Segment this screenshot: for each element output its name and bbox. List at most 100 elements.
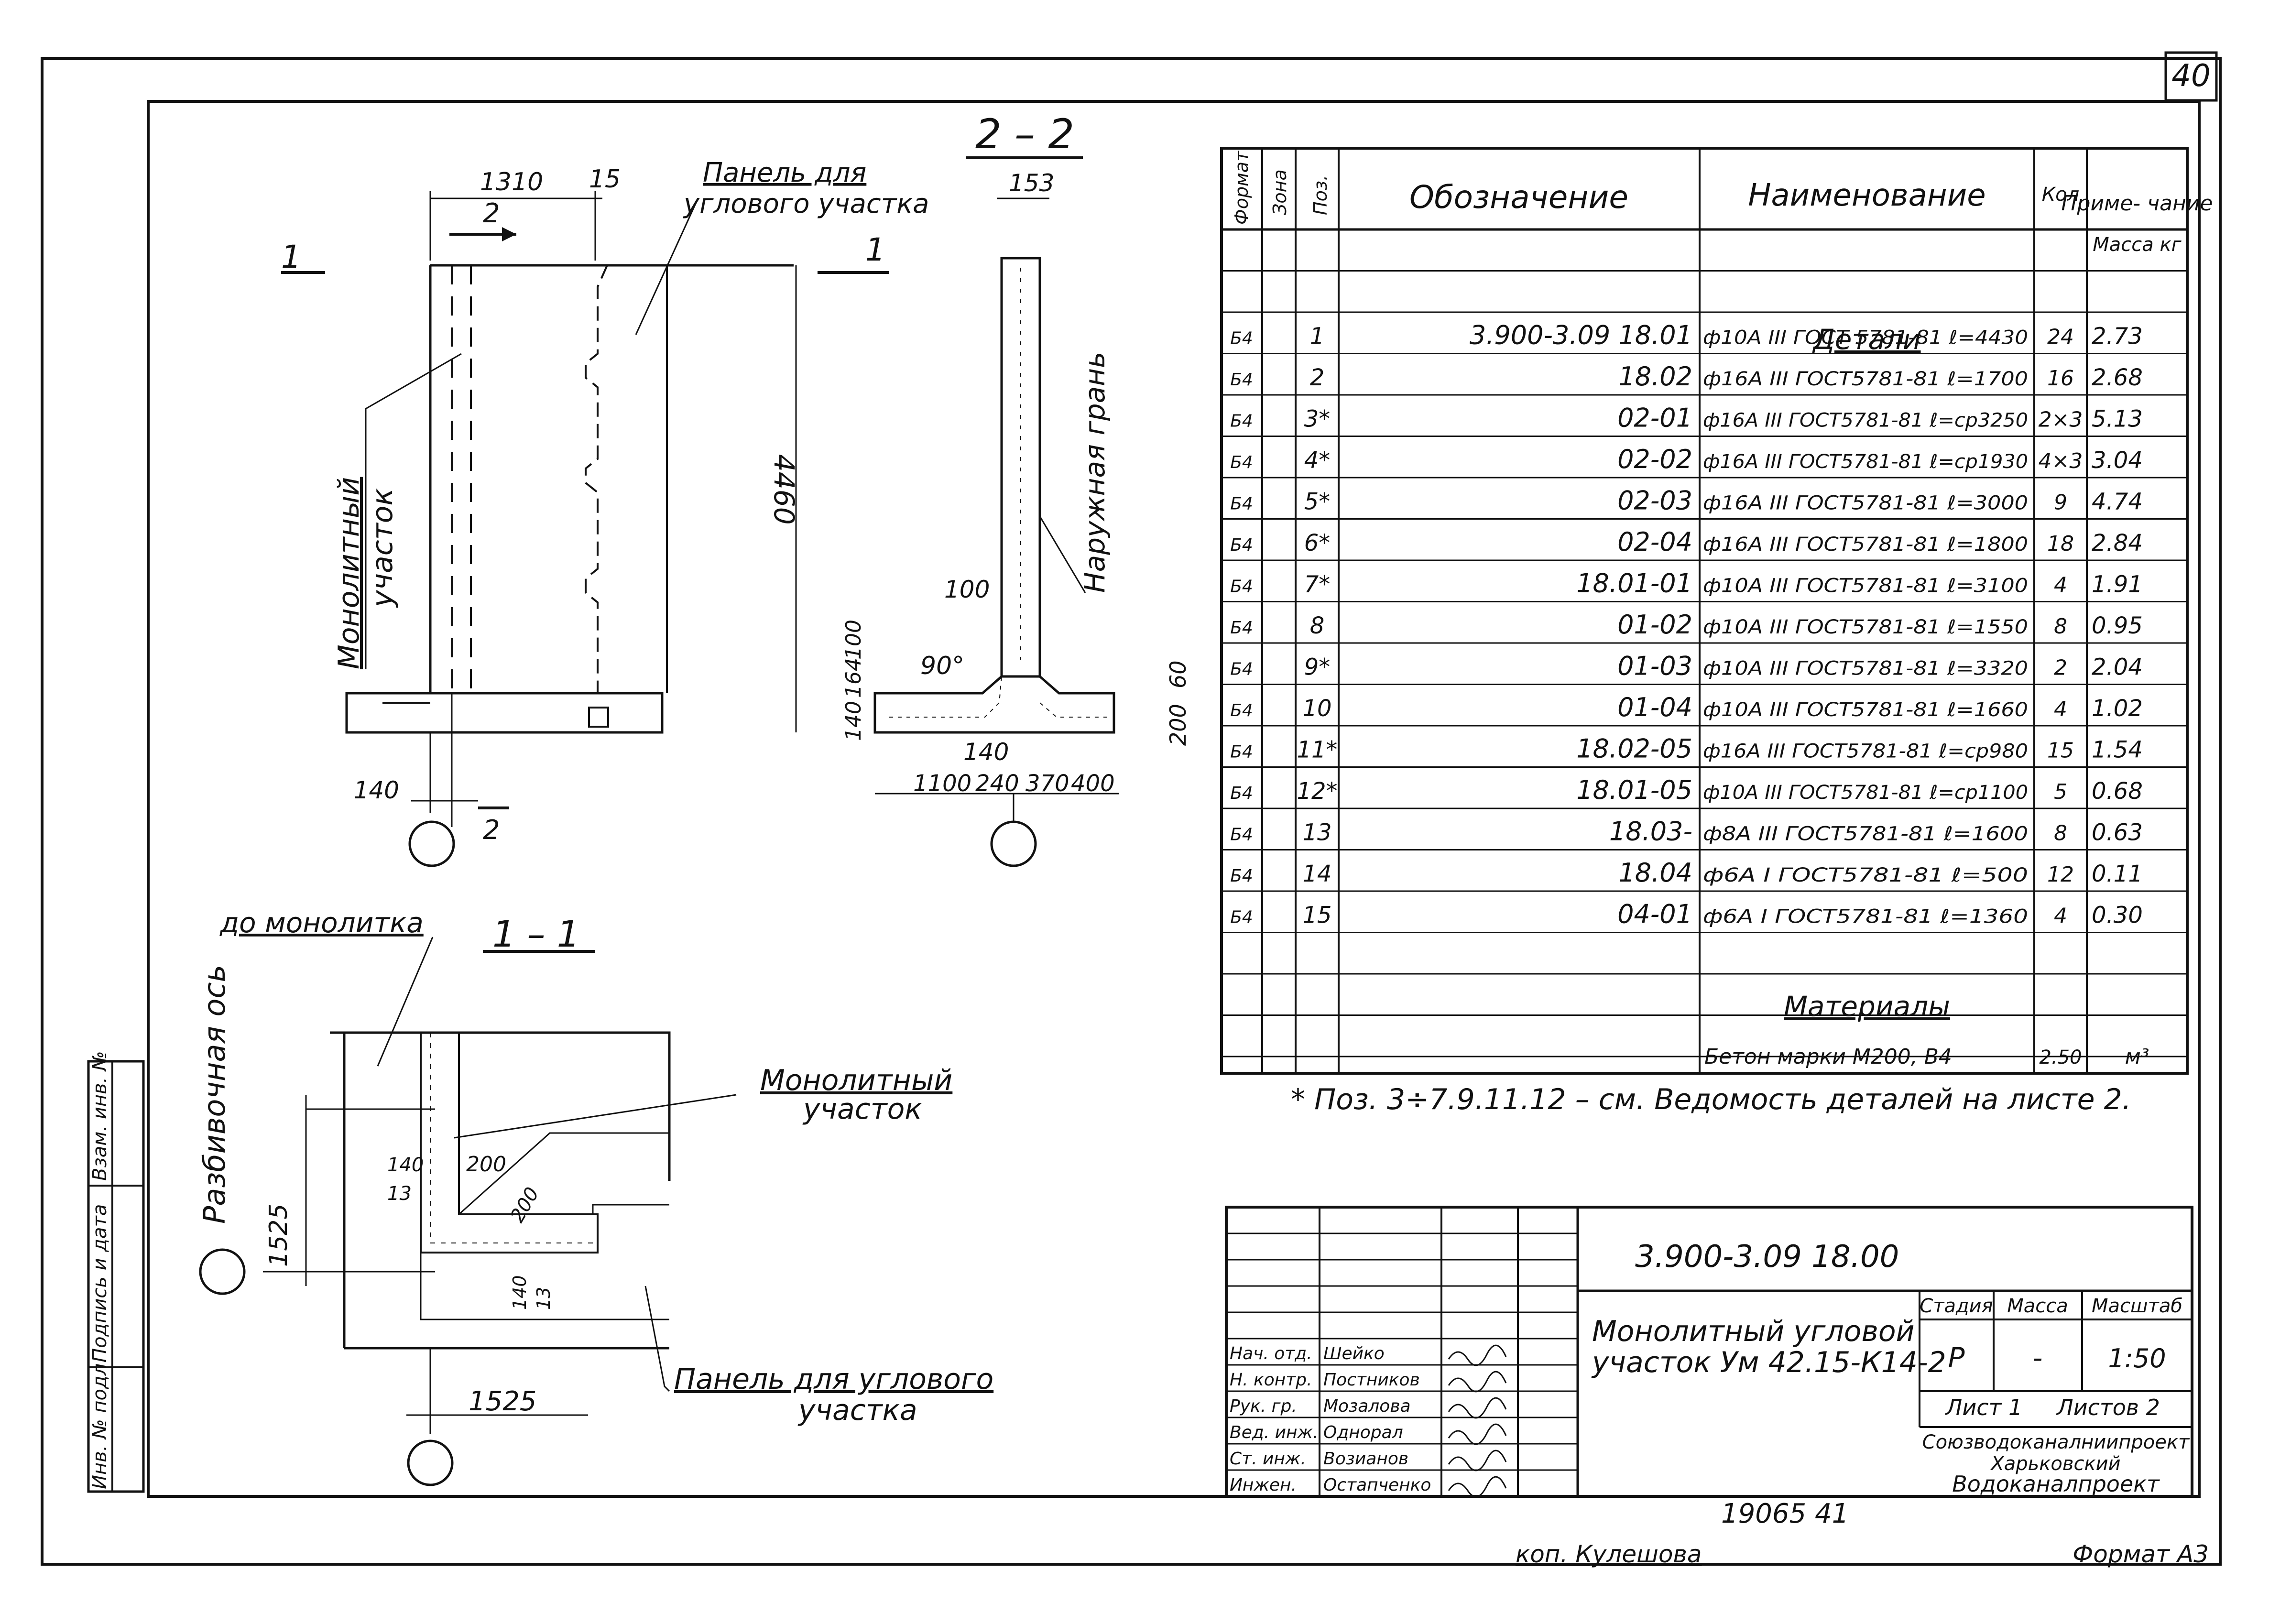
spec-row-mass: 0.30 bbox=[2092, 902, 2143, 929]
header-pos: Поз. bbox=[1310, 175, 1331, 215]
dim-v60: 60 bbox=[1165, 660, 1191, 688]
person-role: Ст. инж. bbox=[1230, 1449, 1306, 1469]
signature-mark bbox=[1448, 1450, 1507, 1471]
spec-row-designation: 18.01-01 bbox=[1576, 568, 1692, 599]
spec-row-pos: 4* bbox=[1304, 447, 1331, 474]
mass-value: - bbox=[2033, 1341, 2043, 1374]
spec-row-name: ф10А III ГОСТ5781-81 ℓ=3320 bbox=[1703, 658, 2028, 680]
header-qty: Кол bbox=[2042, 184, 2079, 206]
section-details: Детали bbox=[1811, 323, 1920, 356]
mass-label: Масса bbox=[2007, 1295, 2068, 1317]
spec-row-pos: 7* bbox=[1304, 571, 1331, 598]
spec-row-mass: 0.95 bbox=[2092, 612, 2143, 639]
spec-row-name: ф6А I ГОСТ5781-81 ℓ=500 bbox=[1703, 864, 2028, 886]
spec-row-mass: 2.73 bbox=[2092, 323, 2143, 350]
spec-row-mass: 0.68 bbox=[2092, 778, 2143, 805]
side-stamp-sign: Подпись и дата bbox=[89, 1204, 111, 1362]
title-block-person: Н. контр.Постников bbox=[1230, 1370, 1507, 1393]
scale-value: 1:50 bbox=[2108, 1343, 2166, 1373]
spec-row-mass: 0.63 bbox=[2092, 819, 2143, 846]
spec-row-pos: 1 bbox=[1310, 323, 1325, 350]
cut-1-left: 1 bbox=[281, 239, 301, 275]
spec-row-designation: 02-02 bbox=[1617, 444, 1692, 474]
do-monolith-label: до монолитка bbox=[219, 906, 424, 939]
spec-row-designation: 01-03 bbox=[1617, 651, 1692, 681]
spec-row-qty: 4 bbox=[2054, 904, 2067, 928]
title-block-person: Инжен.Остапченко bbox=[1230, 1475, 1507, 1498]
dim-140-left: 140 bbox=[354, 776, 399, 804]
monolith-label-1: Монолитный bbox=[332, 477, 366, 669]
doc-title-1: Монолитный угловой bbox=[1592, 1315, 1915, 1348]
spec-row-mass: 1.54 bbox=[2092, 737, 2143, 763]
spec-row-qty: 4 bbox=[2054, 573, 2067, 598]
spec-row-designation: 18.02 bbox=[1618, 361, 1692, 392]
person-name: Возианов bbox=[1323, 1449, 1408, 1469]
spec-row-qty: 16 bbox=[2047, 366, 2074, 391]
signature-mark bbox=[1448, 1344, 1507, 1366]
person-role: Вед. инж. bbox=[1230, 1423, 1318, 1442]
dim-s200b: 200 bbox=[506, 1184, 544, 1226]
sheet-format: Формат А3 bbox=[2073, 1540, 2209, 1568]
person-name: Мозалова bbox=[1323, 1396, 1411, 1416]
dim-1100: 1100 bbox=[913, 770, 971, 797]
spec-row-pos: 3* bbox=[1304, 406, 1331, 433]
spec-row-qty: 12 bbox=[2047, 862, 2074, 887]
spec-row-mass: 5.13 bbox=[2092, 406, 2143, 433]
spec-row-format: Б4 bbox=[1230, 825, 1253, 845]
cut-2-top: 2 bbox=[483, 198, 500, 229]
inventory-number: 19065 41 bbox=[1721, 1498, 1849, 1529]
dim-s140: 140 bbox=[387, 1154, 424, 1176]
spec-row-pos: 15 bbox=[1302, 902, 1331, 929]
side-stamp-repl: Взам. инв. № bbox=[89, 1051, 111, 1181]
monolith-1-1-label-2: участок bbox=[802, 1092, 922, 1126]
axis-label: Разбивочная ось bbox=[197, 965, 232, 1224]
spec-row-mass: 4.74 bbox=[2092, 489, 2143, 515]
side-stamp-inv: Инв. № подл. bbox=[89, 1357, 111, 1489]
material-qty: 2.50 bbox=[2039, 1046, 2082, 1068]
spec-row-designation: 18.04 bbox=[1618, 858, 1692, 888]
signature-mark bbox=[1448, 1371, 1507, 1393]
header-designation: Обозначение bbox=[1409, 179, 1628, 216]
dim-100: 100 bbox=[944, 576, 990, 603]
panel-label-1: Панель для bbox=[703, 157, 866, 188]
header-note: Приме- чание bbox=[2061, 191, 2213, 216]
spec-row-qty: 5 bbox=[2054, 780, 2067, 804]
spec-row-name: ф16А III ГОСТ5781-81 ℓ=ср980 bbox=[1703, 741, 2028, 763]
elevation-drawing: 1310 15 2 1 1 4460 Панель для углового у… bbox=[281, 157, 929, 867]
spec-row-qty: 24 bbox=[2047, 325, 2074, 349]
dim-15: 15 bbox=[589, 165, 621, 194]
title-block-person: Ст. инж. Возианов bbox=[1230, 1449, 1507, 1471]
spec-row-pos: 11* bbox=[1297, 737, 1337, 763]
spec-row-format: Б4 bbox=[1230, 742, 1253, 762]
monolith-1-1-label-1: Монолитный bbox=[760, 1064, 952, 1097]
spec-row-name: ф10А III ГОСТ5781-81 ℓ=1550 bbox=[1703, 616, 2028, 638]
person-role: Инжен. bbox=[1230, 1475, 1297, 1495]
spec-row-designation: 01-02 bbox=[1617, 610, 1692, 640]
spec-row-format: Б4 bbox=[1230, 660, 1253, 679]
copied-by: коп. Кулешова bbox=[1516, 1540, 1702, 1568]
spec-row-name: ф16А III ГОСТ5781-81 ℓ=1700 bbox=[1703, 368, 2028, 390]
stage-value: Р bbox=[1948, 1341, 1965, 1374]
spec-row-qty: 2×3 bbox=[2039, 408, 2083, 432]
spec-row-format: Б4 bbox=[1230, 784, 1253, 803]
spec-row-name: ф16А III ГОСТ5781-81 ℓ=1800 bbox=[1703, 534, 2028, 556]
dim-v100: 100 bbox=[841, 620, 866, 660]
spec-row-pos: 6* bbox=[1304, 530, 1331, 556]
header-name: Наименование bbox=[1748, 178, 1985, 213]
angle-90: 90° bbox=[920, 652, 964, 680]
doc-code: 3.900-3.09 18.00 bbox=[1635, 1239, 1899, 1275]
page-number: 40 bbox=[2171, 58, 2210, 94]
inner-frame bbox=[147, 100, 2201, 1498]
spec-row-format: Б4 bbox=[1230, 494, 1253, 514]
stage-label: Стадия bbox=[1920, 1295, 1993, 1317]
spec-row-name: ф6А I ГОСТ5781-81 ℓ=1360 bbox=[1703, 906, 2028, 928]
signature-mark bbox=[1448, 1423, 1507, 1445]
person-name: Постников bbox=[1323, 1370, 1420, 1390]
